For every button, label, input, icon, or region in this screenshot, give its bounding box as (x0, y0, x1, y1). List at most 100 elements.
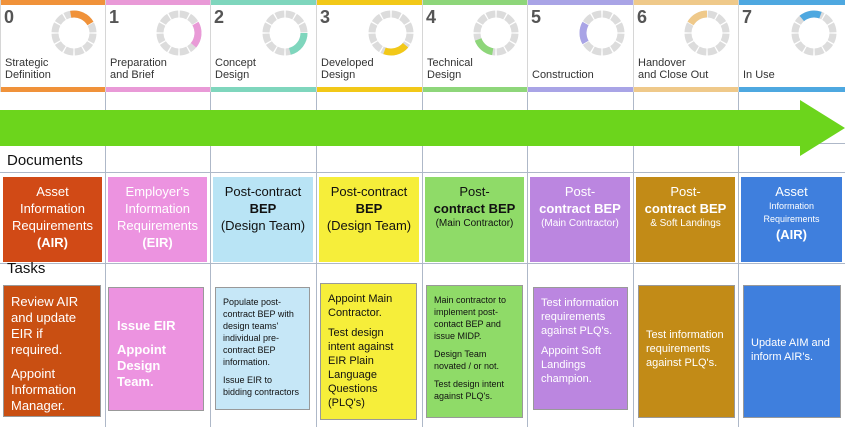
task-text: Test design intent against PLQ's. (434, 379, 505, 401)
documents-heading: Documents (7, 152, 83, 169)
stage-number: 7 (742, 7, 753, 27)
stage-ring-icon (579, 10, 625, 56)
document-line: (Main Contractor) (541, 218, 619, 229)
task-text: Issue EIR (117, 318, 176, 333)
document-line: Requirements (12, 218, 93, 233)
task-text: Test information requirements against PL… (541, 297, 619, 337)
stage-color-bar (106, 87, 210, 92)
document-line: contract BEP (539, 201, 621, 216)
stage-color-bar (317, 0, 422, 5)
task-text: Review AIR and update EIR if required. (11, 294, 79, 357)
task-box: Issue EIR Appoint Design Team. (108, 287, 204, 411)
stage-ring-icon (684, 10, 730, 56)
stage-number: 2 (214, 7, 225, 27)
document-line: Asset (775, 184, 808, 199)
stage-color-bar (211, 0, 316, 5)
progress-arrow (0, 100, 845, 156)
stage-color-bar (739, 0, 845, 5)
document-line: contract BEP (433, 201, 516, 216)
stage-color-bar (211, 87, 316, 92)
task-text: Update AIM and inform AIR's. (751, 337, 830, 363)
document-line: & Soft Landings (650, 218, 721, 229)
column-divider (316, 92, 317, 427)
task-text: Test information requirements against PL… (646, 329, 724, 369)
document-line: Requirements (117, 218, 198, 233)
stage-number: 4 (426, 7, 437, 27)
stage-color-bar (1, 0, 105, 5)
tasks-heading: Tasks (7, 260, 46, 277)
task-text: Issue EIR to bidding contractors (223, 375, 300, 397)
task-box: Appoint Main Contractor. Test design inte… (320, 283, 417, 420)
document-line: Employer's (125, 184, 190, 199)
stage-ring-icon (473, 10, 519, 56)
document-line: Post-contract (224, 184, 302, 199)
stage-color-bar (634, 87, 738, 92)
document-line: Information (124, 201, 191, 216)
stage-number: 3 (320, 7, 331, 27)
stage-number: 1 (109, 7, 120, 27)
task-box: Review AIR and update EIR if required.Ap… (3, 285, 101, 417)
column-divider (210, 92, 211, 427)
stage-name: Construction (532, 69, 594, 81)
stage-ring-icon (156, 10, 202, 56)
document-line: Information (768, 201, 815, 211)
task-text: Test design intent against EIR Plain Lan… (328, 327, 394, 409)
column-divider (105, 92, 106, 427)
task-text: Appoint Design Team. (117, 342, 167, 389)
task-text: Main contractor to implement post-contac… (434, 295, 507, 341)
document-line: (AIR) (775, 227, 808, 242)
stage-color-bar (423, 87, 527, 92)
stage-ring-icon (51, 10, 97, 56)
stage-ring-icon (368, 10, 414, 56)
column-divider (633, 92, 634, 427)
document-line: Information (19, 201, 86, 216)
document-line: (AIR) (36, 235, 69, 250)
stage-number: 6 (637, 7, 648, 27)
document-line: Post-contract (330, 184, 408, 199)
stage-color-bar (106, 0, 210, 5)
task-text: Appoint Soft Landings champion. (541, 345, 601, 385)
stage-color-bar (528, 87, 633, 92)
stage-7: 7 In Use (738, 0, 845, 92)
column-divider (738, 92, 739, 427)
document-box: Post-contract BEP & Soft Landings (636, 177, 735, 262)
document-line: Post- (670, 184, 701, 199)
document-line: Post- (564, 184, 596, 199)
stage-color-bar (528, 0, 633, 5)
task-box: Main contractor to implement post-contac… (426, 285, 523, 418)
task-box: Test information requirements against PL… (638, 285, 735, 418)
stage-color-bar (423, 0, 527, 5)
document-line: (Main Contractor) (435, 218, 514, 229)
task-text: Populate post-contract BEP with design t… (223, 297, 294, 367)
stage-name: In Use (743, 69, 775, 81)
task-box: Test information requirements against PL… (533, 287, 628, 410)
document-line: Requirements (763, 214, 820, 224)
stage-color-bar (739, 87, 845, 92)
document-line: Asset (36, 184, 69, 199)
document-line: (EIR) (142, 235, 173, 250)
document-line: contract BEP (644, 201, 727, 216)
task-text: Appoint Main Contractor. (328, 293, 393, 319)
column-divider (527, 92, 528, 427)
document-line: (Design Team) (326, 218, 412, 233)
stage-number: 0 (4, 7, 15, 27)
document-line: BEP (249, 201, 277, 216)
document-line: BEP (355, 201, 383, 216)
stage-ring-icon (262, 10, 308, 56)
stage-color-bar (317, 87, 422, 92)
stage-color-bar (1, 87, 105, 92)
